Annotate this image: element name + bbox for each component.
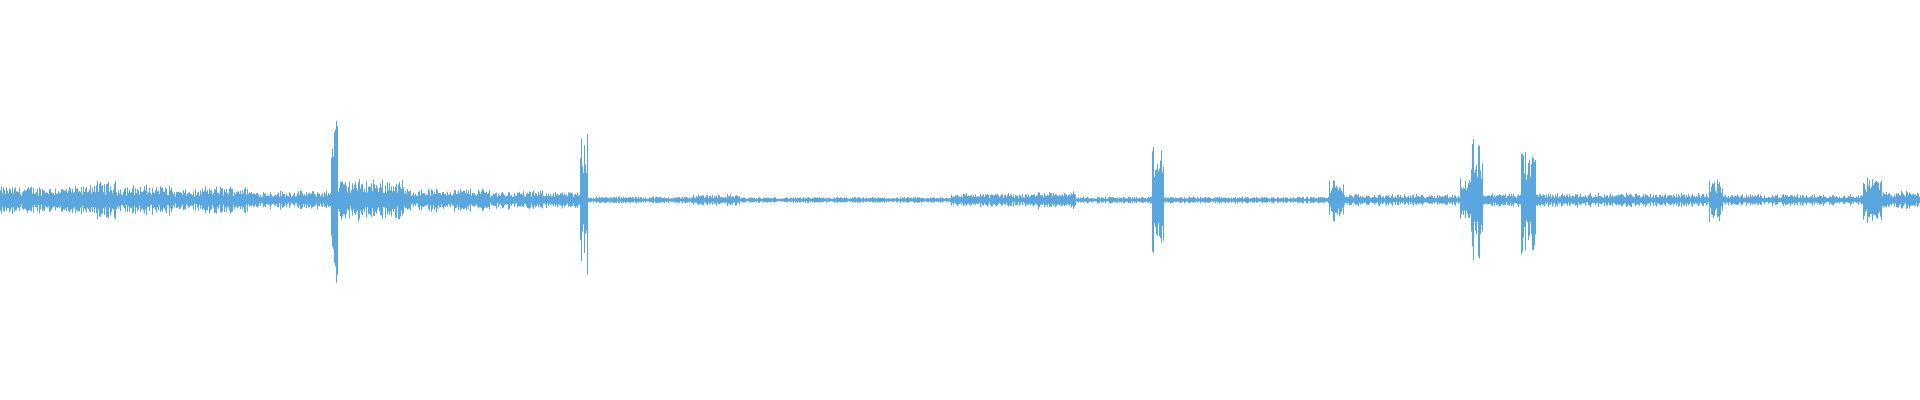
waveform-path bbox=[0, 120, 1920, 283]
waveform-bars bbox=[0, 120, 1920, 283]
